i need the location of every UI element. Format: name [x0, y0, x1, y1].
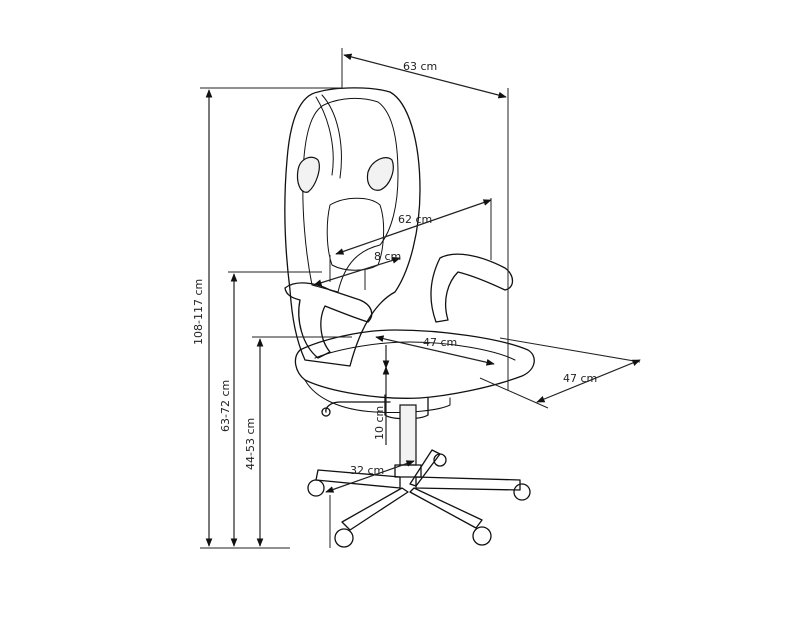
label-seat-height: 44-53 cm: [244, 418, 257, 470]
extension-lines: [200, 48, 641, 549]
label-armrest-height: 63-72 cm: [219, 380, 232, 432]
gas-cylinder: [399, 404, 417, 466]
label-total-width: 63 cm: [403, 60, 437, 73]
seat-front-edge: [304, 379, 451, 413]
chair-illustration: [284, 87, 535, 548]
label-base-radius: 32 cm: [350, 464, 384, 477]
right-armrest: [430, 253, 514, 323]
headrest-seam: [315, 96, 334, 176]
seat-seam: [314, 341, 516, 361]
right-harness-slot: [366, 157, 394, 191]
label-height-adjustment: 10 cm: [373, 406, 386, 440]
dimension-labels: 63 cm 108-117 cm 63-72 cm 44-53 cm 62 cm…: [192, 60, 597, 477]
label-backrest-width: 62 cm: [398, 213, 432, 226]
dim-line-base-radius: [325, 460, 415, 493]
label-armrest-width: 8 cm: [374, 250, 401, 263]
headrest-seam-2: [321, 94, 342, 179]
adjust-lever: [325, 401, 391, 413]
backrest-outline: [284, 87, 421, 367]
label-seat-width: 47 cm: [423, 336, 457, 349]
left-armrest: [284, 282, 373, 359]
label-total-height: 108-117 cm: [192, 279, 205, 345]
dim-line-seat-width: [375, 335, 495, 366]
left-harness-slot: [296, 156, 320, 193]
dim-line-total-width: [343, 53, 507, 99]
lever-knob: [321, 407, 331, 417]
label-seat-depth: 47 cm: [563, 372, 597, 385]
casters: [307, 453, 531, 548]
seat-cushion: [294, 329, 535, 399]
dimension-lines: [205, 53, 641, 547]
dim-line-armrest-width: [313, 257, 401, 286]
star-base: [315, 449, 521, 531]
dim-line-seat-depth: [536, 359, 641, 403]
dim-line-backrest-width: [335, 199, 492, 255]
